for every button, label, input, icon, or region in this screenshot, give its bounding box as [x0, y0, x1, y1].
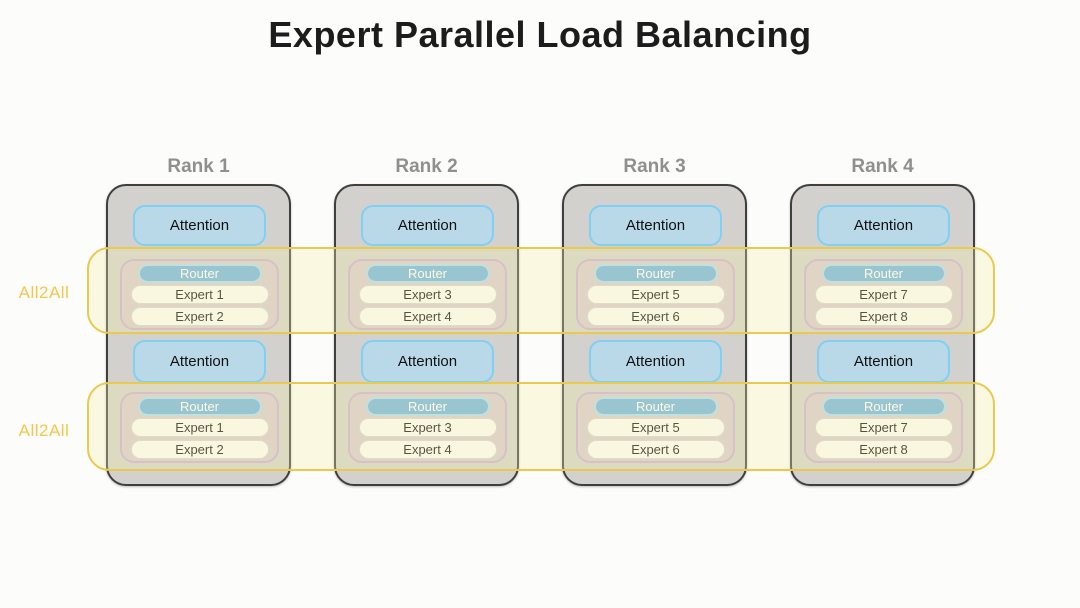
rank-4-layer-2-attention-block: Attention [817, 340, 950, 383]
rank-2-layer-2-expert-block: Expert 3 [358, 418, 497, 437]
rank-4-layer-2-expert-block: Expert 8 [814, 439, 953, 459]
rank-1-layer-2-expert-block: Expert 1 [130, 418, 269, 437]
rank-3-layer-2-moe-group: Router Expert 5 Expert 6 [576, 392, 735, 463]
rank-3-layer-2-expert-block: Expert 5 [586, 418, 725, 437]
rank-2-layer-1-moe-group: Router Expert 3 Expert 4 [348, 259, 507, 330]
rank-4-layer-2-moe-group: Router Expert 7 Expert 8 [804, 392, 963, 463]
rank-column-3: Rank 3 Attention Router Expert 5 Expert … [562, 155, 747, 486]
rank-2-layer-1-router-block: Router [365, 263, 490, 283]
rank-1-layer-1-moe-group: Router Expert 1 Expert 2 [120, 259, 279, 330]
rank-3-layer-1-attention-block: Attention [589, 205, 722, 246]
rank-4-layer-1-moe-group: Router Expert 7 Expert 8 [804, 259, 963, 330]
rank-1-layer-2-router-block: Router [137, 396, 262, 416]
rank-column-4: Rank 4 Attention Router Expert 7 Expert … [790, 155, 975, 486]
rank-column-2: Rank 2 Attention Router Expert 3 Expert … [334, 155, 519, 486]
rank-2-layer-2-router-block: Router [365, 396, 490, 416]
rank-1-layer-1-expert-block: Expert 2 [130, 306, 269, 326]
rank-1-layer-1-expert-block: Expert 1 [130, 285, 269, 304]
rank-1-layer-2-expert-block: Expert 2 [130, 439, 269, 459]
rank-4-label: Rank 4 [851, 156, 914, 177]
rank-3-label: Rank 3 [623, 156, 686, 177]
rank-4-layer-2-router-block: Router [821, 396, 946, 416]
rank-4-container: Attention Router Expert 7 Expert 8 Atten… [790, 184, 975, 486]
rank-2-layer-1-attention-block: Attention [361, 205, 494, 246]
rank-2-label: Rank 2 [395, 156, 458, 177]
rank-1-label: Rank 1 [167, 156, 230, 177]
rank-3-layer-2-attention-block: Attention [589, 340, 722, 383]
all2all-label-2: All2All [18, 421, 70, 440]
rank-2-layer-2-moe-group: Router Expert 3 Expert 4 [348, 392, 507, 463]
rank-2-layer-2-attention-block: Attention [361, 340, 494, 383]
rank-1-layer-1-attention-block: Attention [133, 205, 266, 246]
rank-2-layer-1-expert-block: Expert 3 [358, 285, 497, 304]
page-title: Expert Parallel Load Balancing [268, 14, 812, 55]
rank-2-layer-1-expert-block: Expert 4 [358, 306, 497, 326]
all2all-label-1: All2All [18, 283, 70, 302]
rank-1-container: Attention Router Expert 1 Expert 2 Atten… [106, 184, 291, 486]
rank-2-container: Attention Router Expert 3 Expert 4 Atten… [334, 184, 519, 486]
rank-4-layer-1-router-block: Router [821, 263, 946, 283]
rank-3-layer-1-moe-group: Router Expert 5 Expert 6 [576, 259, 735, 330]
rank-4-layer-2-expert-block: Expert 7 [814, 418, 953, 437]
rank-3-layer-1-router-block: Router [593, 263, 718, 283]
rank-1-layer-1-router-block: Router [137, 263, 262, 283]
rank-3-container: Attention Router Expert 5 Expert 6 Atten… [562, 184, 747, 486]
rank-3-layer-2-router-block: Router [593, 396, 718, 416]
rank-2-layer-2-expert-block: Expert 4 [358, 439, 497, 459]
rank-1-layer-2-attention-block: Attention [133, 340, 266, 383]
rank-4-layer-1-expert-block: Expert 7 [814, 285, 953, 304]
rank-3-layer-2-expert-block: Expert 6 [586, 439, 725, 459]
rank-4-layer-1-attention-block: Attention [817, 205, 950, 246]
rank-column-1: Rank 1 Attention Router Expert 1 Expert … [106, 155, 291, 486]
rank-1-layer-2-moe-group: Router Expert 1 Expert 2 [120, 392, 279, 463]
rank-3-layer-1-expert-block: Expert 6 [586, 306, 725, 326]
rank-4-layer-1-expert-block: Expert 8 [814, 306, 953, 326]
rank-3-layer-1-expert-block: Expert 5 [586, 285, 725, 304]
